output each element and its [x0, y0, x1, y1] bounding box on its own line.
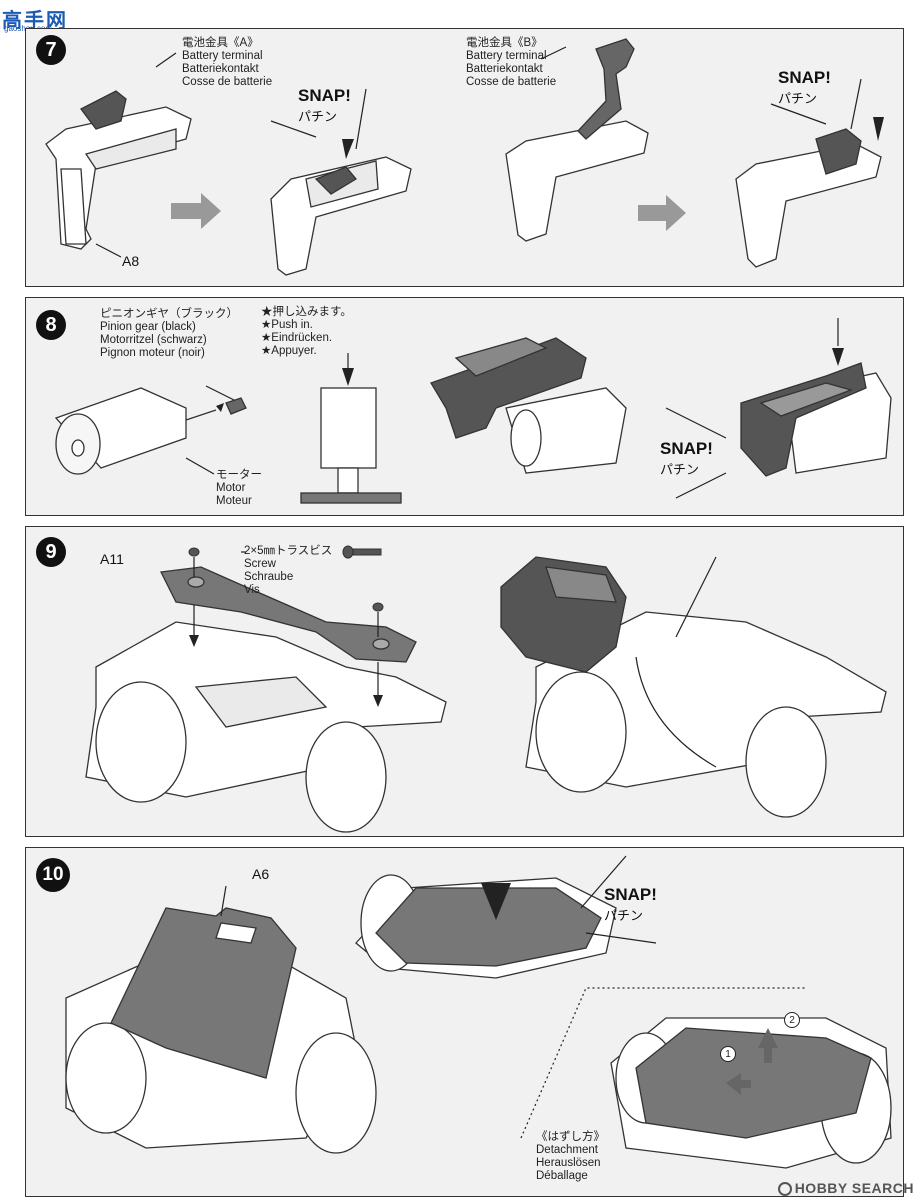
screw-label: 2×5㎜トラスビス Screw Schraube Vis: [244, 545, 332, 597]
screw-fr: Vis: [244, 584, 260, 596]
label-a-de: Batteriekontakt: [182, 63, 259, 75]
watermark-text: HOBBY SEARCH: [794, 1180, 914, 1196]
snap-en: SNAP!: [660, 439, 713, 458]
motor-jp: モーター: [216, 469, 262, 481]
pinion-fr: Pignon moteur (noir): [100, 347, 205, 359]
snap-label-2: SNAP! パチン: [778, 69, 831, 108]
snap-en: SNAP!: [604, 885, 657, 904]
push-en: ★Push in.: [261, 319, 313, 331]
motor-fr: Moteur: [216, 495, 252, 507]
snap-jp: パチン: [778, 91, 818, 106]
step-9-illustration: [85, 545, 887, 833]
step-7-number: 7: [36, 35, 66, 65]
screw-de: Schraube: [244, 571, 294, 583]
watermark: HOBBY SEARCH: [777, 1180, 914, 1196]
push-de: ★Eindrücken.: [261, 332, 333, 344]
pinion-en: Pinion gear (black): [100, 321, 196, 333]
label-b-en: Battery terminal: [466, 50, 547, 62]
hobby-search-logo-icon: [777, 1182, 792, 1196]
snap-label-4: SNAP! パチン: [604, 886, 657, 925]
detach-fr: Déballage: [536, 1170, 588, 1182]
detachment-label: 《はずし方》 Detachment Herauslösen Déballage: [536, 1131, 605, 1183]
battery-terminal-b-label: 電池金具《B》 Battery terminal Batteriekontakt…: [466, 37, 556, 89]
pinion-gear-label: ピニオンギヤ（ブラック） Pinion gear (black) Motorri…: [100, 308, 238, 360]
step-9-panel: 9 A11 2×5㎜トラスビス Screw Schraube Vis: [25, 526, 904, 837]
motor-label: モーター Motor Moteur: [216, 469, 262, 508]
snap-jp: パチン: [604, 908, 644, 923]
snap-label-3: SNAP! パチン: [660, 440, 713, 479]
step-9-number: 9: [36, 537, 66, 567]
detach-de: Herauslösen: [536, 1157, 601, 1169]
snap-jp: パチン: [298, 109, 338, 124]
step-10-panel: 10 A6 SNAP! パチン 1 2 《はずし方》 Detachment He…: [25, 847, 904, 1197]
order-2-marker: 2: [784, 1012, 800, 1028]
snap-jp: パチン: [660, 462, 700, 477]
snap-en: SNAP!: [298, 86, 351, 105]
part-a8-label: A8: [122, 253, 140, 269]
step-7-panel: 7 電池金具《A》 Battery terminal Batteriekonta…: [25, 28, 904, 287]
battery-terminal-a-label: 電池金具《A》 Battery terminal Batteriekontakt…: [182, 37, 272, 89]
part-a11-label: A11: [100, 551, 124, 567]
label-a-jp: 電池金具《A》: [182, 37, 259, 49]
motor-en: Motor: [216, 482, 246, 494]
push-in-label: ★押し込みます。 ★Push in. ★Eindrücken. ★Appuyer…: [261, 306, 352, 358]
step-10-illustration: [65, 855, 892, 1169]
step-7-illustration: [45, 38, 884, 276]
site-logo-text: 高手网: [2, 10, 68, 32]
detach-en: Detachment: [536, 1144, 599, 1156]
label-a-en: Battery terminal: [182, 50, 263, 62]
part-a6-label: A6: [252, 866, 270, 882]
step-8-illustration: [54, 318, 892, 504]
label-b-de: Batteriekontakt: [466, 63, 543, 75]
push-jp: ★押し込みます。: [261, 306, 352, 318]
label-b-fr: Cosse de batterie: [466, 76, 557, 88]
label-b-jp: 電池金具《B》: [466, 37, 543, 49]
pinion-de: Motorritzel (schwarz): [100, 334, 207, 346]
step-8-number: 8: [36, 310, 66, 340]
screw-jp: 2×5㎜トラスビス: [244, 545, 333, 557]
step-10-number: 10: [36, 858, 70, 892]
pinion-jp: ピニオンギヤ（ブラック）: [100, 308, 238, 320]
label-a-fr: Cosse de batterie: [182, 76, 273, 88]
order-1-marker: 1: [720, 1046, 736, 1062]
push-fr: ★Appuyer.: [261, 345, 317, 357]
snap-en: SNAP!: [778, 68, 831, 87]
snap-label-1: SNAP! パチン: [298, 87, 351, 126]
detach-jp: 《はずし方》: [536, 1131, 605, 1143]
screw-en: Screw: [244, 558, 276, 570]
step-8-panel: 8 ピニオンギヤ（ブラック） Pinion gear (black) Motor…: [25, 297, 904, 516]
